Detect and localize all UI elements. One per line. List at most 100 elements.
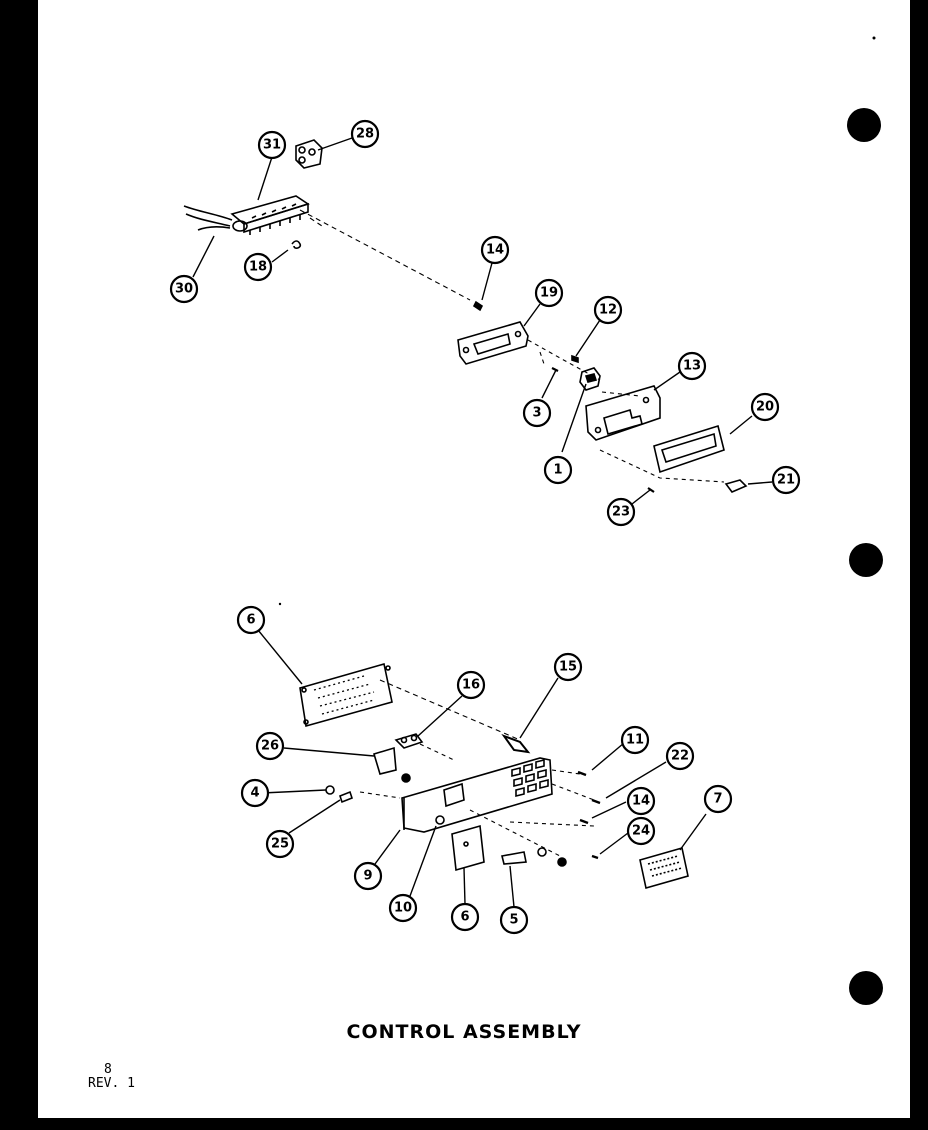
svg-text:18: 18 (249, 260, 267, 275)
callout-30: 30 (169, 274, 199, 304)
alignment-line (309, 217, 323, 227)
page-number: 8 (104, 1062, 112, 1077)
speck (872, 36, 876, 40)
screw-part-23 (647, 487, 655, 493)
svg-text:13: 13 (683, 359, 701, 374)
callout-1: 1 (543, 455, 573, 485)
alignment-line (299, 209, 471, 301)
svg-text:16: 16 (462, 678, 480, 693)
svg-text:10: 10 (394, 901, 412, 916)
dial-plate-20 (653, 424, 725, 474)
callout-13: 13 (677, 351, 707, 381)
svg-text:15: 15 (559, 660, 577, 675)
alignment-line (527, 339, 601, 381)
pin-part-5 (501, 851, 527, 865)
callout-6-upper: 6 (236, 605, 266, 635)
clip-part-28 (295, 139, 323, 169)
control-panel-13 (585, 385, 661, 441)
svg-text:26: 26 (261, 739, 279, 754)
callout-3: 3 (522, 398, 552, 428)
callout-9: 9 (353, 861, 383, 891)
svg-text:6: 6 (246, 613, 255, 628)
circuit-board-6 (299, 662, 393, 728)
fuse-part-15 (501, 733, 531, 754)
nut-part (537, 847, 547, 857)
callout-4: 4 (240, 778, 270, 808)
lower-assembly (299, 662, 689, 890)
svg-text:28: 28 (356, 127, 374, 142)
svg-text:12: 12 (599, 303, 617, 318)
svg-text:6: 6 (460, 910, 469, 925)
nut-part-12 (571, 354, 579, 364)
terminal-strip-part (230, 195, 310, 235)
nut-part-10 (435, 815, 445, 825)
callout-22: 22 (665, 741, 695, 771)
paper-sheet (38, 0, 910, 1118)
svg-text:5: 5 (509, 913, 518, 928)
diagram-title: CONTROL ASSEMBLY (346, 1021, 582, 1043)
mounting-bracket-19 (457, 321, 529, 365)
callout-16: 16 (456, 670, 486, 700)
spring-part-25 (339, 790, 353, 804)
svg-text:22: 22 (671, 749, 689, 764)
callout-18: 18 (243, 252, 273, 282)
screw-part-14b (579, 818, 589, 825)
alignment-line (599, 449, 725, 483)
svg-text:4: 4 (250, 786, 259, 801)
callout-10: 10 (388, 893, 418, 923)
speck (278, 602, 282, 606)
alignment-line (379, 679, 521, 741)
svg-text:19: 19 (540, 286, 558, 301)
screw-part-11 (577, 770, 587, 777)
svg-text:31: 31 (263, 138, 281, 153)
callout-14-lower: 14 (626, 786, 656, 816)
svg-text:23: 23 (612, 505, 630, 520)
clip-part-21 (724, 479, 748, 493)
alignment-line (601, 391, 641, 397)
label-plate-7 (639, 846, 689, 890)
callout-11: 11 (620, 725, 650, 755)
upper-assembly (183, 139, 748, 493)
binder-hole-top (847, 108, 881, 142)
nut-part (557, 857, 567, 867)
svg-text:30: 30 (175, 282, 193, 297)
bracket-part-6b (451, 824, 485, 872)
callout-5: 5 (499, 905, 529, 935)
callout-28: 28 (350, 119, 380, 149)
screw-part-22 (591, 798, 601, 805)
svg-text:20: 20 (756, 400, 774, 415)
spring-part-18 (291, 240, 302, 249)
callout-24: 24 (626, 816, 656, 846)
revision-label: REV. 1 (88, 1076, 135, 1091)
callout-14-upper: 14 (480, 235, 510, 265)
callout-bubbles: 31 28 30 18 14 19 12 3 13 1 20 21 23 6 1… (169, 119, 801, 935)
callout-31: 31 (257, 130, 287, 160)
binder-hole-bottom (849, 971, 883, 1005)
callout-26: 26 (255, 731, 285, 761)
svg-text:9: 9 (363, 869, 372, 884)
alignment-line (539, 351, 545, 365)
callout-25: 25 (265, 829, 295, 859)
callout-15: 15 (553, 652, 583, 682)
callout-21: 21 (771, 465, 801, 495)
svg-text:11: 11 (626, 733, 644, 748)
callout-23: 23 (606, 497, 636, 527)
switch-part-16 (394, 733, 424, 749)
screw-part-14 (472, 300, 484, 312)
svg-text:14: 14 (486, 243, 504, 258)
washer-part-4 (325, 785, 335, 795)
bracket-part-26 (373, 746, 411, 783)
svg-text:25: 25 (271, 837, 289, 852)
screw-part-24 (591, 854, 599, 860)
callout-7: 7 (703, 784, 733, 814)
wire-harness (183, 205, 233, 231)
svg-text:7: 7 (713, 792, 722, 807)
knob-part-1 (579, 367, 601, 391)
callout-19: 19 (534, 278, 564, 308)
callout-12: 12 (593, 295, 623, 325)
svg-text:1: 1 (553, 463, 562, 478)
callout-20: 20 (750, 392, 780, 422)
leader-lines (192, 137, 773, 908)
